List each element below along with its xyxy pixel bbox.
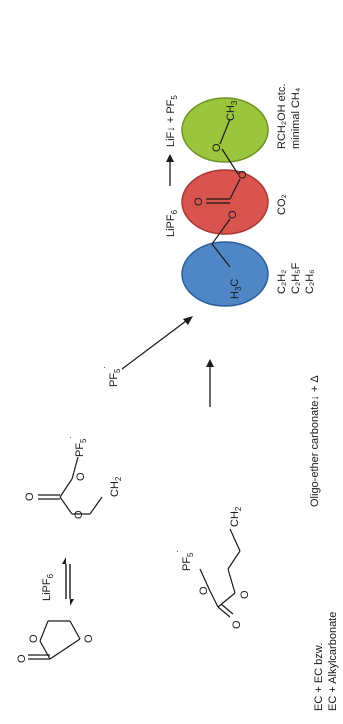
ring-opened-1-o-ether: O: [75, 472, 87, 481]
gas-rch2oh: RCH₂OH etc.: [276, 84, 288, 149]
arrow-head-up: [206, 359, 214, 367]
gas-c2h2: C₂H₂: [276, 270, 288, 294]
gas-c2h6: C₂H₆: [304, 269, 316, 294]
ring-opened-2-o-ether: O: [239, 590, 251, 599]
gas-c2h5f: C₂H₅F: [290, 262, 302, 294]
pf5-arrow-label: PF5˙: [103, 365, 122, 387]
oval-o-3: O: [211, 143, 223, 152]
arrow-head-back: [70, 599, 74, 606]
ch2-cation-lower: CH2: [229, 506, 243, 527]
ch3-label: CH3: [225, 100, 239, 121]
reactant-label-2: EC + Alkylcarbonate: [327, 612, 339, 711]
oligo-ether-label: Oligo-ether carbonate↓ + Δ: [309, 375, 321, 507]
h3c-label: H3C: [229, 279, 243, 299]
ring-opened-2-o-ester: O: [198, 586, 210, 595]
ring-opened-ec-1: [38, 456, 103, 515]
ec-o-ring-b: O: [83, 634, 95, 643]
reactant-label: EC + EC bzw.: [313, 643, 325, 711]
oval-chain: [206, 118, 241, 268]
oval-o-2: O: [237, 170, 249, 179]
ring-opened-1-o-carbonyl: O: [24, 492, 36, 501]
ec-o-ring-a: O: [28, 634, 40, 643]
gas-co2: CO₂: [276, 194, 288, 215]
ec-o-carbonyl: O: [16, 654, 28, 663]
oval-o-carbonyl: O: [193, 197, 205, 206]
oval-red: [181, 169, 269, 235]
pf5-lower: PF5˙: [176, 549, 195, 571]
pf5-upper: PF5˙: [69, 435, 88, 457]
reagent-lipf6: LiPF6: [41, 573, 55, 601]
equilibrium-arrows: [65, 564, 71, 599]
oval-blue: [181, 241, 269, 307]
ring-opened-1-o-ester: O: [73, 510, 85, 519]
ring-opened-2-o-carbonyl: O: [231, 620, 243, 629]
arrow-head-decomp: [166, 154, 174, 162]
ring-opened-ec-2: [199, 528, 241, 618]
gas-ch4: minimal CH₄: [290, 87, 302, 149]
oval-o-1: O: [227, 210, 239, 219]
arrow-head-forward: [62, 557, 66, 564]
decomp-products-label: LiF↓ + PF5: [165, 95, 179, 147]
ch2-cation-upper: CH2: [109, 476, 123, 497]
arrow-head-diagonal: [183, 316, 193, 325]
ec-ring: [28, 620, 81, 660]
reaction-arrows: [121, 162, 211, 407]
lipf6-decomp-label: LiPF6: [165, 209, 179, 237]
